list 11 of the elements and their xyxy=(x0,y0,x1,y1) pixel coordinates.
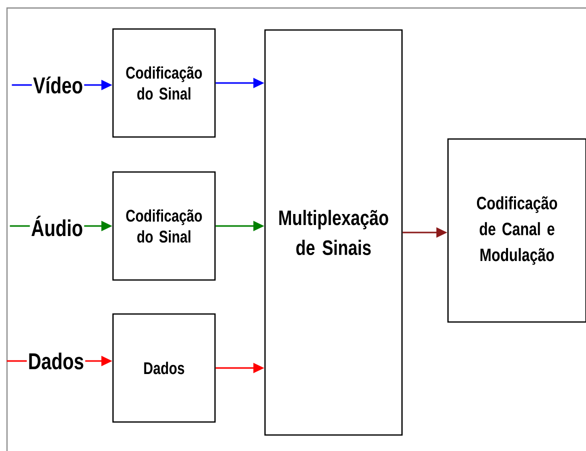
input-label: Dados xyxy=(29,352,84,370)
process-box: Codificação de Canal e Modulação xyxy=(447,138,586,323)
line xyxy=(6,360,27,362)
line xyxy=(12,84,32,86)
line xyxy=(10,225,30,227)
input-label: Vídeo xyxy=(33,76,82,94)
process-box: Multiplexação de Sinais xyxy=(264,29,403,436)
process-box: Codificação do Sinal xyxy=(112,28,216,138)
input-label: Áudio xyxy=(32,216,82,236)
process-box: Dados xyxy=(112,313,216,423)
process-box: Codificação do Sinal xyxy=(112,171,216,281)
